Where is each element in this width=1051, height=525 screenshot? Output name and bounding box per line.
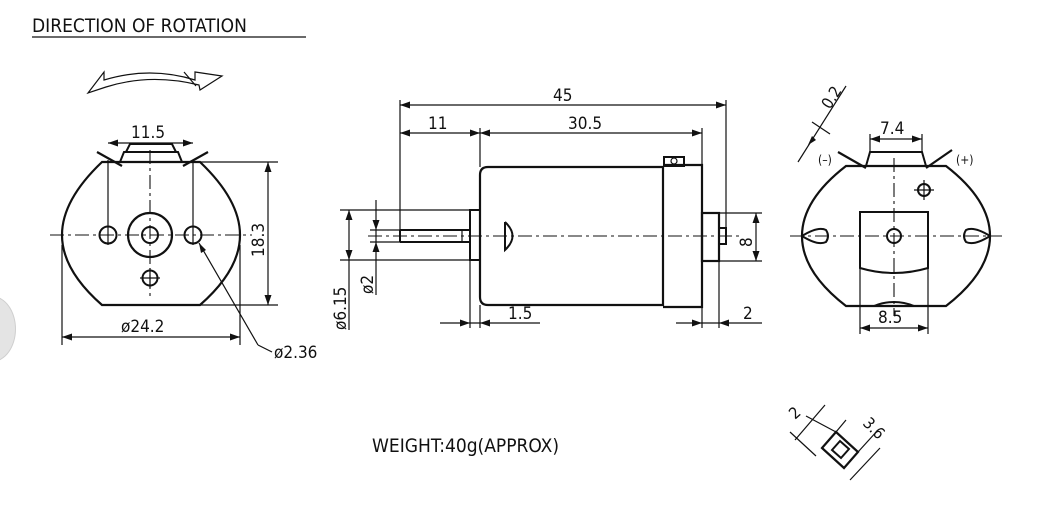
dim-shaft-diameter: ø2 (358, 200, 400, 295)
negative-terminal-label: (–) (818, 153, 832, 167)
svg-text:1.5: 1.5 (508, 304, 532, 324)
dim-hole-diameter: ø2.36 (198, 242, 317, 363)
front-view (50, 143, 252, 307)
dim-front-height: 18.3 (200, 161, 278, 306)
svg-text:7.4: 7.4 (880, 119, 904, 139)
dim-front-diameter: ø24.2 (61, 245, 241, 345)
weight-note: WEIGHT:40g(APPROX) (372, 435, 559, 457)
rotation-title: DIRECTION OF ROTATION (32, 15, 247, 37)
svg-text:0.2: 0.2 (817, 83, 845, 112)
positive-terminal-label: (+) (956, 153, 973, 167)
svg-text:ø6.15: ø6.15 (331, 287, 351, 330)
dim-shaft-length: 11 (400, 114, 481, 167)
svg-text:11: 11 (428, 114, 447, 134)
svg-text:8: 8 (737, 237, 757, 247)
dim-front-width: 11.5 (108, 123, 193, 147)
svg-text:18.3: 18.3 (249, 223, 269, 257)
rotation-arrow (86, 70, 224, 95)
terminal-detail: 2 3.6 (785, 403, 889, 481)
rear-view (790, 149, 1002, 316)
dim-flange: 1.5 (440, 260, 540, 328)
dim-bearing-height: 8 (719, 212, 762, 262)
svg-text:8.5: 8.5 (878, 308, 902, 328)
svg-text:2: 2 (785, 403, 805, 423)
dim-end-boss: 2 (676, 261, 762, 328)
svg-text:30.5: 30.5 (568, 114, 602, 134)
dim-rear-lower: 8.5 (859, 268, 929, 334)
svg-text:ø24.2: ø24.2 (121, 317, 164, 337)
dim-body-diameter: ø6.15 (331, 209, 470, 330)
dim-body-length: 30.5 (480, 114, 703, 165)
side-view (368, 156, 740, 309)
svg-text:ø2.36: ø2.36 (274, 343, 317, 363)
svg-text:45: 45 (553, 86, 572, 106)
dim-rear-width: 7.4 (869, 119, 923, 152)
svg-text:3.6: 3.6 (859, 413, 889, 443)
dim-overall-length: 45 (399, 86, 727, 230)
svg-text:11.5: 11.5 (131, 123, 165, 143)
svg-text:2: 2 (743, 304, 753, 324)
dim-rear-gap: 0.2 (797, 83, 847, 163)
svg-text:ø2: ø2 (358, 275, 378, 294)
